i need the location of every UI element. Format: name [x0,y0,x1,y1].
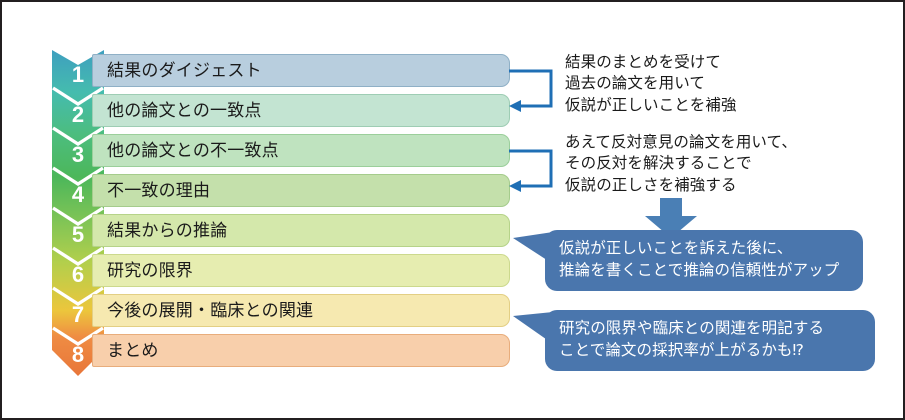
step-bar-label: まとめ [107,341,159,360]
step-bar-label: 結果のダイジェスト [107,61,262,80]
note-text-2: あえて反対意見の論文を用いて、 その反対を解決することで 仮説の正しさを補強する [565,134,797,194]
note-text-1: 結果のまとめを受けて 過去の論文を用いて 仮説が正しいことを補強 [565,54,737,114]
step-bar-2[interactable]: 他の論文との一致点 [92,94,510,127]
bracket-connector-2 [507,144,559,194]
callout-text: 仮説が正しいことを訴えた後に、 推論を書くことで推論の信頼性がアップ [545,230,863,291]
arrowhead-left [509,100,521,112]
step-bar-4[interactable]: 不一致の理由 [92,174,510,207]
callout-text: 研究の限界や臨床との関連を明記する ことで論文の採択率が上がるかも⁉ [545,310,875,371]
step-bar-label: 研究の限界 [107,261,193,280]
step-bar-label: 不一致の理由 [107,181,211,200]
callout-2[interactable]: 研究の限界や臨床との関連を明記する ことで論文の採択率が上がるかも⁉ [513,310,875,371]
step-number-5: 5 [72,222,84,247]
bracket-connector-1 [507,64,559,114]
arrowhead-left [509,180,521,192]
step-bar-label: 他の論文との一致点 [107,101,262,120]
step-bar-label: 今後の展開・臨床との関連 [107,301,314,320]
step-number-7: 7 [72,302,84,327]
callout-tail-icon [513,230,559,286]
step-bar-6[interactable]: 研究の限界 [92,254,510,287]
step-number-6: 6 [72,262,84,287]
step-number-1: 1 [72,62,84,87]
step-number-8: 8 [72,342,84,367]
step-bar-3[interactable]: 他の論文との不一致点 [92,134,510,167]
step-number-3: 3 [72,142,84,167]
step-bar-7[interactable]: 今後の展開・臨床との関連 [92,294,510,327]
step-bar-8[interactable]: まとめ [92,334,510,367]
step-number-4: 4 [72,182,85,207]
step-bar-5[interactable]: 結果からの推論 [92,214,510,247]
callout-tail-icon [513,310,559,366]
step-chevron-column: 1 2 3 4 5 6 7 8 [52,50,104,376]
down-arrow-icon [643,198,699,238]
callout-1[interactable]: 仮説が正しいことを訴えた後に、 推論を書くことで推論の信頼性がアップ [513,230,863,291]
step-bar-label: 他の論文との不一致点 [107,141,279,160]
step-number-2: 2 [72,102,84,127]
step-bar-label: 結果からの推論 [107,221,228,240]
step-bar-1[interactable]: 結果のダイジェスト [92,54,510,87]
